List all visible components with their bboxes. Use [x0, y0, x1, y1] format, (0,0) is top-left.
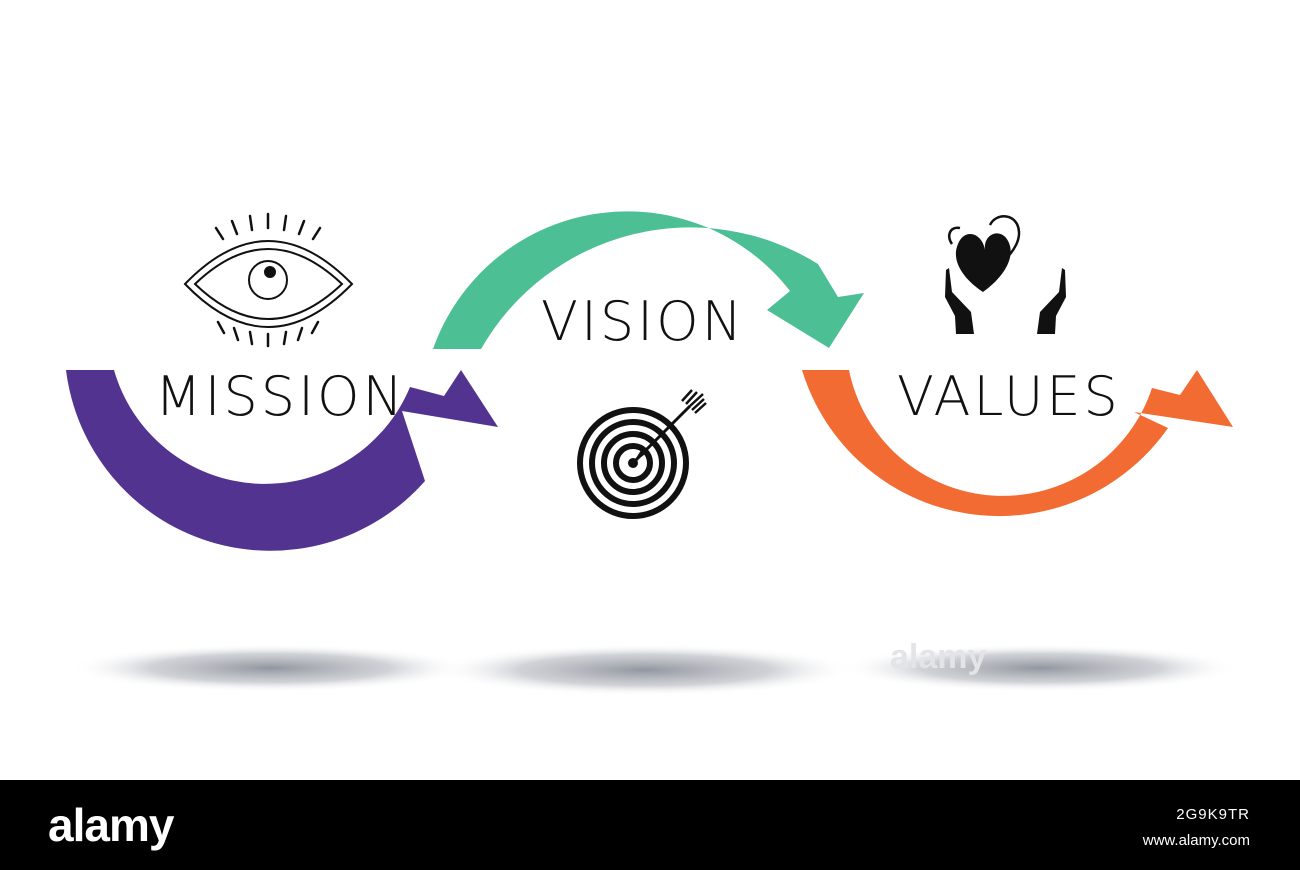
mission-vision-values-diagram: alamy MISSION VISION VALUES	[66, 211, 1240, 696]
vision-label: VISION	[541, 290, 745, 353]
image-id: 2G9K9TR	[1176, 806, 1250, 823]
mission-arrow	[66, 370, 498, 551]
diagram-canvas: alamy	[66, 211, 1240, 696]
footer-url[interactable]: www.alamy.com	[1142, 832, 1250, 849]
watermark-text: alamy	[890, 638, 986, 676]
mission-label: MISSION	[155, 365, 406, 428]
target-arrow-icon	[577, 389, 707, 519]
footer-logo[interactable]: alamy	[48, 799, 174, 851]
floor-shadow	[70, 644, 1240, 696]
values-label: VALUES	[897, 365, 1121, 428]
values-arrow	[802, 370, 1233, 517]
eye-icon	[183, 212, 354, 348]
footer-bar: alamy 2G9K9TR www.alamy.com	[0, 780, 1300, 870]
vision-arrow	[433, 211, 864, 349]
heart-hands-icon	[945, 215, 1066, 334]
